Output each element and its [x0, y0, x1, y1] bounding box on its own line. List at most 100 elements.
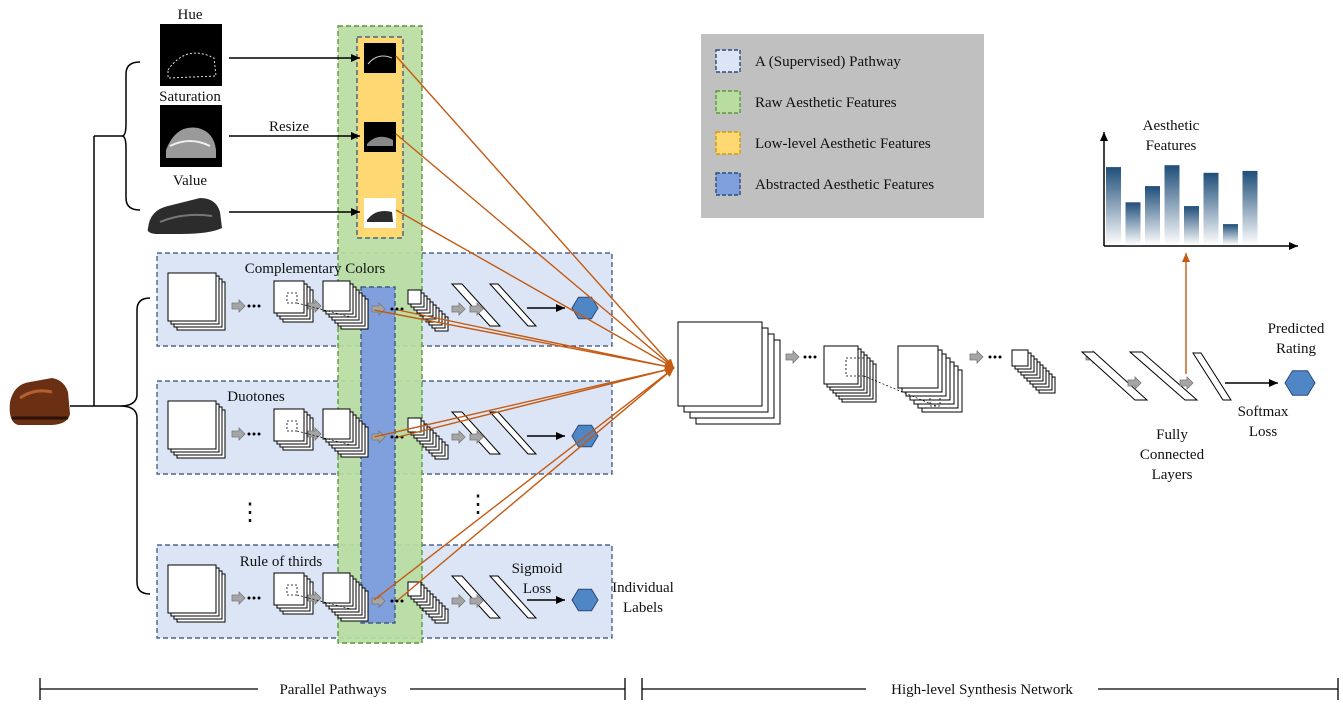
- bar-5: [1203, 172, 1219, 245]
- orange-arrow-3: [373, 309, 675, 371]
- ellipsis-left: ⋮: [238, 500, 262, 526]
- orange-arrow-6: [397, 366, 675, 438]
- orange-arrow-0: [395, 55, 675, 369]
- gray-arrow: [469, 430, 484, 444]
- input-brackets: [70, 61, 151, 595]
- feature-map: [407, 581, 422, 597]
- bar-6: [1223, 224, 1238, 245]
- dot: [247, 596, 251, 600]
- filter-window: [286, 420, 298, 432]
- fc-layer: [1080, 351, 1149, 401]
- gray-arrow: [1127, 376, 1142, 390]
- gray-arrow: [469, 594, 484, 608]
- dot: [257, 304, 261, 308]
- ellipsis-right: ⋮: [466, 492, 490, 518]
- fc-layer: [1128, 351, 1199, 401]
- feature-map: [167, 400, 217, 450]
- orange-arrow-8: [397, 367, 675, 601]
- orange-arrow-5: [373, 366, 675, 438]
- gray-arrow: [307, 427, 322, 441]
- projection-line: [296, 594, 352, 610]
- aesthetic-features-label-1: Aesthetic: [1143, 118, 1200, 134]
- dot: [252, 596, 256, 600]
- dot: [808, 355, 812, 359]
- dot: [247, 432, 251, 436]
- aesthetic-features-chart: Aesthetic Features: [1100, 118, 1298, 250]
- softmax-loss-label-1: Softmax: [1238, 404, 1289, 420]
- legend-label-2: Low-level Aesthetic Features: [755, 136, 931, 152]
- aesthetic-features-label-2: Features: [1146, 138, 1197, 154]
- resize-arrows: [229, 54, 360, 216]
- dot: [395, 435, 399, 439]
- feature-map: [677, 321, 763, 407]
- gray-arrow: [1179, 376, 1194, 390]
- synthesis-network: [677, 253, 1316, 425]
- bar-3: [1164, 165, 1180, 245]
- hue-label: Hue: [178, 7, 203, 23]
- value-image: [147, 198, 222, 234]
- projection-line: [296, 430, 352, 446]
- resize-label: Resize: [269, 119, 309, 135]
- gray-arrow: [231, 299, 246, 313]
- input-shoe-image: [9, 378, 70, 425]
- orange-arrow-1: [395, 133, 675, 369]
- orange-arrow-2: [395, 209, 675, 369]
- fc-layer: [488, 575, 538, 619]
- bar-4: [1184, 206, 1199, 245]
- predicted-rating-label-2: Rating: [1276, 341, 1316, 357]
- feature-map: [322, 408, 351, 440]
- fully-connected-label-2: Connected: [1140, 447, 1205, 463]
- gray-arrow: [231, 427, 246, 441]
- feature-map: [897, 345, 939, 389]
- feature-map: [407, 289, 422, 305]
- dot: [257, 432, 261, 436]
- legend-label-3: Abstracted Aesthetic Features: [755, 177, 934, 193]
- gray-arrow: [371, 430, 386, 444]
- dot: [390, 307, 394, 311]
- legend-background: [701, 34, 984, 218]
- projection-line: [863, 375, 937, 407]
- dot: [257, 596, 261, 600]
- gray-arrow: [451, 302, 466, 316]
- feature-map: [322, 572, 351, 604]
- filter-window: [286, 584, 298, 596]
- predicted-rating-label-1: Predicted: [1268, 321, 1325, 337]
- fully-connected-label-3: Layers: [1152, 467, 1193, 483]
- feature-map: [322, 280, 351, 312]
- dot: [400, 599, 404, 603]
- legend-swatch-2: [715, 131, 741, 155]
- saturation-label: Saturation: [159, 89, 221, 105]
- feature-map: [1011, 349, 1029, 367]
- dot: [400, 307, 404, 311]
- filter-window: [845, 357, 865, 377]
- bar-0: [1106, 167, 1121, 245]
- bar-2: [1145, 186, 1160, 245]
- dot: [988, 355, 992, 359]
- pathway-label-rule-of-thirds: Rule of thirds: [240, 554, 323, 570]
- gray-arrow: [969, 350, 984, 364]
- feature-map: [273, 408, 305, 442]
- filter-window: [929, 395, 941, 407]
- gray-arrow: [307, 591, 322, 605]
- orange-arrow-7: [373, 367, 675, 601]
- legend-swatch-0: [715, 49, 741, 73]
- legend-swatch-1: [715, 90, 741, 114]
- sigmoid-loss-label-1: Sigmoid: [512, 561, 563, 577]
- individual-labels-label-1: Individual: [612, 580, 674, 596]
- dot: [993, 355, 997, 359]
- legend-label-1: Raw Aesthetic Features: [755, 95, 897, 111]
- pathway-label-complementary: Complementary Colors: [245, 261, 386, 277]
- bottom-brackets: [39, 678, 1339, 700]
- feature-map: [167, 564, 217, 614]
- dot: [395, 307, 399, 311]
- individual-labels-label-2: Labels: [623, 600, 663, 616]
- softmax-loss-label-2: Loss: [1249, 424, 1278, 440]
- fc-layer: [488, 283, 538, 327]
- dot: [252, 432, 256, 436]
- value-label: Value: [173, 173, 207, 189]
- parallel-pathways-label: Parallel Pathways: [279, 682, 386, 698]
- feature-map: [167, 272, 217, 322]
- hsv-images: [147, 24, 222, 234]
